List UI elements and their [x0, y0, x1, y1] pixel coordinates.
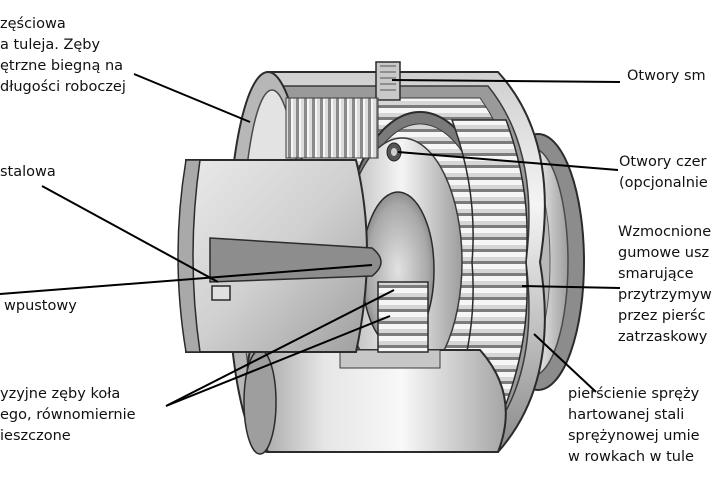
- label-teeth: yzyjne zęby koła ego, równomiernie ieszc…: [0, 384, 136, 447]
- label-rings: pierścienie spręży hartowanej stali sprę…: [568, 384, 700, 468]
- label-seals-line-2: gumowe usz: [618, 245, 710, 261]
- leader-lines: [0, 73, 621, 407]
- label-sleeve-line-3: ętrzne biegną na: [0, 58, 124, 74]
- label-keyway-line-1: wpustowy: [4, 298, 77, 314]
- leader-face-holes: [397, 151, 619, 171]
- label-teeth-line-3: ieszczone: [0, 428, 71, 444]
- label-sleeve: zęściowa a tuleja. Zęby ętrzne biegną na…: [0, 14, 126, 98]
- leader-sleeve: [133, 73, 251, 123]
- leader-rings: [533, 333, 597, 393]
- label-rings-line-2: hartowanej stali: [568, 407, 685, 423]
- label-rings-line-1: pierścienie spręży: [568, 386, 700, 402]
- leader-keyway: [0, 264, 373, 295]
- label-sleeve-line-1: zęściowa: [0, 16, 66, 32]
- label-teeth-line-1: yzyjne zęby koła: [0, 386, 121, 402]
- left-steel-hub: [177, 159, 382, 353]
- label-seals-line-1: Wzmocnione: [618, 224, 712, 240]
- label-sleeve-line-2: a tuleja. Zęby: [0, 37, 101, 53]
- leader-teeth-1: [165, 289, 395, 407]
- label-sleeve-line-4: długości roboczej: [0, 79, 126, 95]
- label-seals-line-6: zatrzaskowy: [618, 329, 708, 345]
- label-teeth-line-2: ego, równomiernie: [0, 407, 136, 423]
- label-face-holes-line-1: Otwory czer: [619, 154, 707, 170]
- leader-seals: [521, 285, 621, 289]
- label-seals-line-3: smarujące: [618, 266, 694, 282]
- label-seals-line-4: przytrzymyw: [618, 287, 712, 303]
- label-steel: stalowa: [0, 162, 56, 183]
- leader-lube-holes: [391, 79, 621, 83]
- label-keyway: wpustowy: [4, 296, 77, 317]
- label-face-holes: Otwory czer (opcjonalnie: [619, 152, 708, 194]
- label-lube-holes: Otwory sm: [627, 66, 706, 87]
- leader-teeth-2: [165, 315, 391, 407]
- label-face-holes-line-2: (opcjonalnie: [619, 175, 708, 191]
- label-rings-line-4: w rowkach w tule: [568, 449, 694, 465]
- label-seals-line-5: przez pierśc: [618, 308, 706, 324]
- label-rings-line-3: sprężynowej umie: [568, 428, 700, 444]
- label-lube-holes-line-1: Otwory sm: [627, 68, 706, 84]
- sleeve-cutaway-front: [243, 349, 507, 455]
- leader-steel: [41, 185, 219, 283]
- label-seals: Wzmocnione gumowe usz smarujące przytrzy…: [618, 222, 712, 348]
- label-steel-line-1: stalowa: [0, 164, 56, 180]
